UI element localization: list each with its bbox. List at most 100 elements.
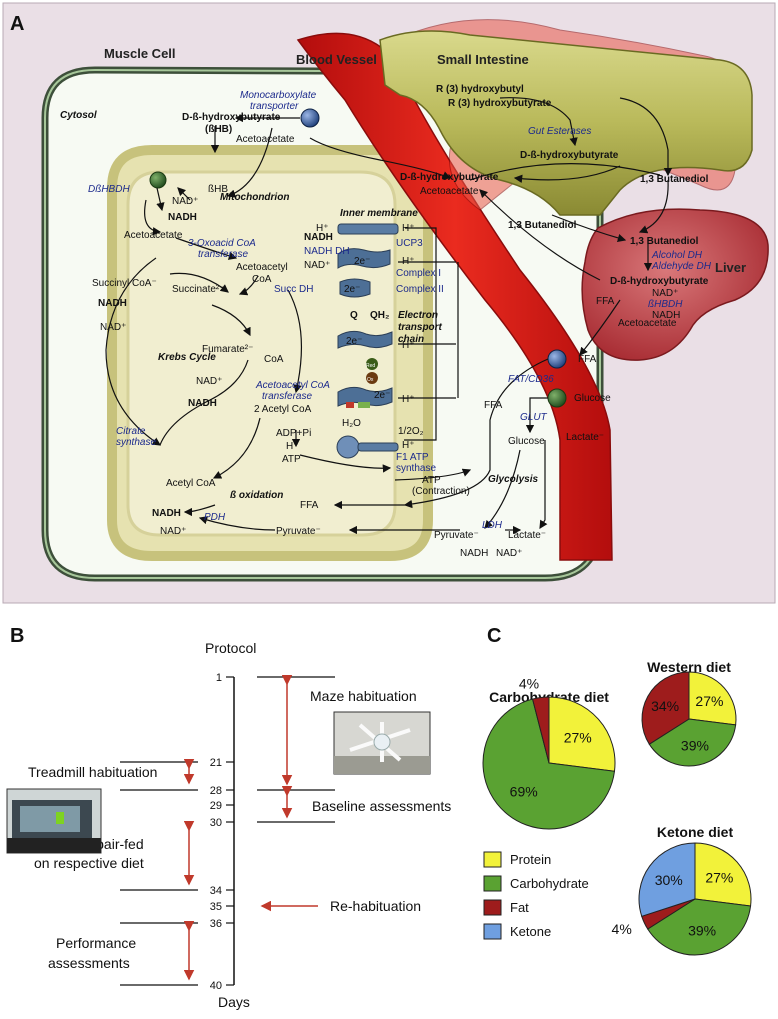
timeline-tick-label: 30 bbox=[210, 817, 222, 829]
pie-slice-protein bbox=[694, 842, 752, 907]
glut-transporter-ball bbox=[547, 388, 567, 408]
pie-label-protein: 27% bbox=[695, 693, 723, 709]
legend-swatch-fat bbox=[483, 899, 502, 916]
krebs-cycle: Krebs Cycle bbox=[158, 352, 216, 363]
acetoacetate-liver: Acetoacetate bbox=[618, 318, 677, 329]
pie-label-carbohydrate: 39% bbox=[681, 738, 709, 754]
acetoacetyl-label: Acetoacetyl bbox=[236, 262, 288, 273]
acetoacetyl-coa-transferase-1: Acetoacetyl CoA bbox=[255, 380, 330, 391]
rested-label-2: on respective diet bbox=[34, 855, 144, 871]
pie-slice-fat bbox=[641, 671, 690, 745]
nad-plus-etc: NAD⁺ bbox=[304, 260, 330, 271]
complex-ii-label: Complex II bbox=[396, 284, 444, 295]
pie-label-protein: 27% bbox=[705, 870, 733, 886]
pie-slice-fat bbox=[531, 696, 550, 764]
h-plus-complex-iv: H⁺ bbox=[402, 394, 415, 405]
coa-label-2: CoA bbox=[264, 354, 284, 365]
two-acetyl-coa: 2 Acetyl CoA bbox=[254, 404, 312, 415]
nad-plus-mito: NAD⁺ bbox=[172, 196, 198, 207]
adp-pi: ADP+Pi bbox=[276, 428, 311, 439]
panel-c-letter: C bbox=[487, 625, 501, 647]
pie-slice-protein bbox=[548, 696, 616, 772]
ucp3-channel bbox=[337, 223, 399, 235]
timeline-tick-label: 29 bbox=[210, 800, 222, 812]
atp-synthase-head bbox=[336, 435, 360, 459]
ldh-label: LDH bbox=[482, 520, 503, 531]
atp-contraction: (Contraction) bbox=[412, 486, 470, 497]
pyruvate-cytosol: Pyruvate⁻ bbox=[434, 530, 479, 541]
protocol-title: Protocol bbox=[205, 640, 256, 656]
bhb-mito: ßHB bbox=[208, 184, 228, 195]
blood-vessel-label: Blood Vessel bbox=[296, 52, 377, 67]
ffa-mito: FFA bbox=[300, 500, 319, 511]
citrate-synthase-2: synthase bbox=[116, 437, 156, 448]
dbhbdh-mito: DßHBDH bbox=[88, 184, 130, 195]
f1-atp-label-1: F1 ATP bbox=[396, 452, 429, 463]
butanediol-liver: 1,3 Butanediol bbox=[630, 236, 699, 247]
beta-oxidation: ß oxidation bbox=[230, 490, 283, 501]
panel-a-letter: A bbox=[10, 13, 24, 35]
atp-mito: ATP bbox=[282, 454, 301, 465]
succinyl-coa: Succinyl CoA⁻ bbox=[92, 278, 157, 289]
f1-atp-label-2: synthase bbox=[396, 463, 436, 474]
atp-synthase-stalk bbox=[357, 442, 399, 452]
etc-label-3: chain bbox=[398, 334, 424, 345]
ffa-cytosol: FFA bbox=[484, 400, 503, 411]
nadh-pdh: NADH bbox=[152, 508, 181, 519]
nadh-dh-label: NADH DH bbox=[304, 246, 350, 257]
panel-c: C Western diet Carbohydrate diet Ketone … bbox=[482, 625, 752, 956]
glut-label: GLUT bbox=[520, 412, 548, 423]
complex-iv-green-site bbox=[358, 402, 370, 408]
cytosol-label: Cytosol bbox=[60, 110, 97, 121]
panel-b-letter: B bbox=[10, 625, 24, 647]
nadh-krebs-2: NADH bbox=[188, 398, 217, 409]
h-plus-complex-iii: H⁺ bbox=[402, 340, 415, 351]
nadh-etc: NADH bbox=[304, 232, 333, 243]
nadh-ldh: NADH bbox=[460, 548, 488, 559]
etc-label-2: transport bbox=[398, 322, 443, 333]
pie-label-carbohydrate: 39% bbox=[688, 923, 716, 939]
glycolysis-label: Glycolysis bbox=[488, 474, 538, 485]
ucp3-label: UCP3 bbox=[396, 238, 423, 249]
complex-ii bbox=[339, 278, 371, 298]
aldehyde-dh: Aldehyde DH bbox=[651, 261, 712, 272]
liver bbox=[581, 208, 769, 361]
gut-esterases: Gut Esterases bbox=[528, 126, 591, 137]
h-plus-atp-synthase: H⁺ bbox=[402, 440, 415, 451]
citrate-synthase-1: Citrate bbox=[116, 426, 146, 437]
ffa-blood: FFA bbox=[578, 354, 597, 365]
dbhb-blood: D-ß-hydroxybutyrate bbox=[400, 172, 499, 183]
legend-swatch-carbohydrate bbox=[483, 875, 502, 892]
legend-label-fat: Fat bbox=[510, 900, 529, 915]
performance-label-2: assessments bbox=[48, 955, 130, 971]
legend-label-ketone: Ketone bbox=[510, 924, 551, 939]
nad-plus-krebs-1: NAD⁺ bbox=[100, 322, 126, 333]
timeline-tick-label: 21 bbox=[210, 757, 222, 769]
muscle-cell-label: Muscle Cell bbox=[104, 46, 176, 61]
complex-iv-red-site bbox=[346, 402, 354, 408]
carbohydrate-diet-pie: 27%69%4% bbox=[482, 676, 616, 830]
coa-label-1: CoA bbox=[252, 274, 272, 285]
fumarate: Fumarate²⁻ bbox=[202, 344, 253, 355]
nad-plus-pdh: NAD⁺ bbox=[160, 526, 186, 537]
h-plus-ucp3-left: H⁺ bbox=[316, 223, 329, 234]
etc-label-1: Electron bbox=[398, 310, 438, 321]
dbhb-gut: D-ß-hydroxybutyrate bbox=[520, 150, 619, 161]
h-plus-ucp3-right: H⁺ bbox=[402, 223, 415, 234]
ketone-diet-pie: 27%39%4%30% bbox=[612, 842, 752, 956]
complex-i bbox=[337, 248, 391, 269]
nad-plus-krebs-2: NAD⁺ bbox=[196, 376, 222, 387]
timeline-tick-label: 36 bbox=[210, 918, 222, 930]
mct-label-1: Monocarboxylate bbox=[240, 90, 317, 101]
pie-label-fat: 4% bbox=[519, 676, 539, 692]
bhbdh-liver: ßHBDH bbox=[648, 299, 683, 310]
two-e-complex-iii: 2e⁻ bbox=[346, 336, 362, 347]
pie-label-ketone: 30% bbox=[655, 872, 683, 888]
succinate: Succinate²⁻ bbox=[172, 284, 225, 295]
nadh-liver: NADH bbox=[652, 310, 680, 321]
dbhb-liver: D-ß-hydroxybutyrate bbox=[610, 276, 709, 287]
oxoacid-coa-label-2: transferase bbox=[198, 249, 248, 260]
legend-label-carbohydrate: Carbohydrate bbox=[510, 876, 589, 891]
pdh-label: PDH bbox=[204, 512, 226, 523]
